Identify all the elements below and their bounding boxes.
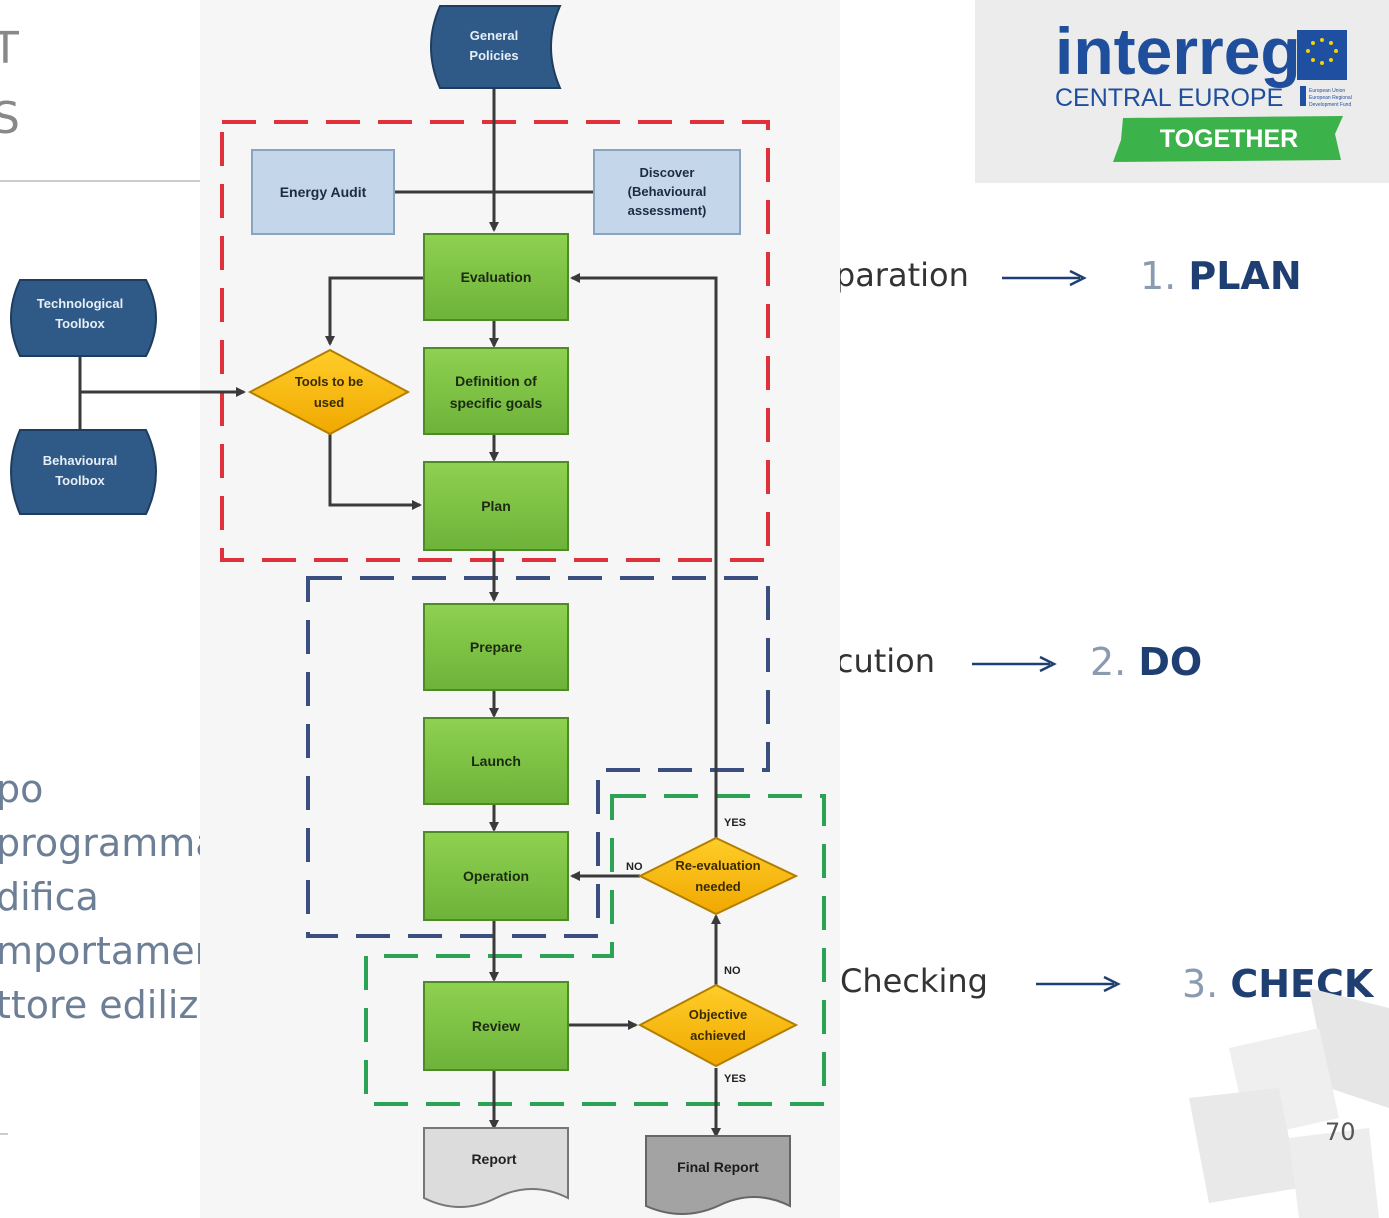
svg-text:European Regional: European Regional <box>1309 95 1352 101</box>
tech-toolbox-line2: Toolbox <box>55 316 105 331</box>
logo-fund-text: European Union European Regional Develop… <box>1300 86 1352 108</box>
report-label: Report <box>471 1151 516 1167</box>
objective-line1: Objective <box>689 1007 748 1022</box>
bg-text-block: po programma difica mportamento ttore ed… <box>0 762 257 1032</box>
definition-line1: Definition of <box>455 373 537 389</box>
evaluation-node: Evaluation <box>423 233 569 321</box>
svg-text:European Union: European Union <box>1309 88 1345 94</box>
bg-fragment-top-2: S <box>0 93 20 144</box>
phase-check-number: 3. <box>1182 962 1219 1006</box>
report-node: Report <box>423 1127 569 1208</box>
technological-toolbox-node: Technological Toolbox <box>10 279 157 357</box>
tools-line1: Tools to be <box>295 374 363 389</box>
general-policies-node: General Policies <box>430 5 562 89</box>
arrow-right-icon <box>972 655 1057 673</box>
arrow-right-icon <box>1036 975 1121 993</box>
phase-do: 2. DO <box>1090 640 1202 684</box>
svg-text:Development Fund: Development Fund <box>1309 102 1351 108</box>
interreg-logo: interreg CENTRAL EUROPE European Union E… <box>975 0 1389 183</box>
bg-line-2: programma <box>0 821 219 865</box>
plan-node: Plan <box>423 461 569 551</box>
phase-label-checking: Checking <box>840 962 988 1000</box>
no-label-left: NO <box>626 861 643 873</box>
energy-audit-node: Energy Audit <box>251 149 395 235</box>
final-report-label: Final Report <box>677 1159 759 1175</box>
tools-decision-node: Tools to be used <box>247 348 411 436</box>
behavioural-toolbox-node: Behavioural Toolbox <box>10 429 157 515</box>
phase-do-number: 2. <box>1090 640 1127 684</box>
no-label-mid: NO <box>724 965 741 977</box>
general-policies-line1: General <box>470 28 518 43</box>
check-region-border <box>364 794 826 1106</box>
logo-tagline-banner <box>1113 116 1343 162</box>
eu-stars-icon <box>1306 38 1338 65</box>
yes-label-top: YES <box>724 817 746 829</box>
evaluation-label: Evaluation <box>461 269 532 285</box>
review-node: Review <box>423 981 569 1071</box>
prepare-node: Prepare <box>423 603 569 691</box>
phase-plan: 1. PLAN <box>1140 254 1302 298</box>
bg-fragment-top-1: T <box>0 23 19 74</box>
discover-line1: Discover <box>640 165 695 180</box>
bg-line-1: po <box>0 767 44 811</box>
bg-divider-top <box>0 180 222 182</box>
phase-plan-name: PLAN <box>1188 254 1302 298</box>
arrow-right-icon <box>1002 269 1087 287</box>
reevaluation-line1: Re-evaluation <box>675 858 760 873</box>
reevaluation-decision-node: Re-evaluation needed <box>637 836 799 916</box>
logo-brand: interreg <box>1055 14 1301 88</box>
launch-node: Launch <box>423 717 569 805</box>
do-region-border <box>306 576 770 938</box>
connectors <box>78 88 721 1138</box>
slide-decoration-graphic <box>1189 988 1389 1218</box>
objective-line2: achieved <box>690 1028 746 1043</box>
tools-line2: used <box>314 395 344 410</box>
review-label: Review <box>472 1018 520 1034</box>
definition-node: Definition of specific goals <box>423 347 569 435</box>
logo-region: CENTRAL EUROPE <box>1055 84 1283 112</box>
bg-line-3: difica <box>0 875 99 919</box>
bg-divider-bottom <box>0 1133 8 1135</box>
definition-line2: specific goals <box>450 395 543 411</box>
phase-plan-number: 1. <box>1140 254 1177 298</box>
discover-line2: (Behavioural <box>628 184 707 199</box>
general-policies-line2: Policies <box>469 48 518 63</box>
yes-label-bottom: YES <box>724 1073 746 1085</box>
energy-audit-label: Energy Audit <box>280 184 367 200</box>
phase-do-name: DO <box>1138 640 1203 684</box>
eu-flag-icon <box>1297 30 1347 80</box>
objective-decision-node: Objective achieved <box>637 983 799 1068</box>
logo-tagline: TOGETHER <box>1160 125 1298 153</box>
flowchart: General Policies Energy Audit Discover (… <box>10 5 826 1215</box>
discover-node: Discover (Behavioural assessment) <box>593 149 741 235</box>
plan-label: Plan <box>481 498 511 514</box>
prepare-label: Prepare <box>470 639 522 655</box>
beh-toolbox-line2: Toolbox <box>55 473 105 488</box>
bg-line-5: ttore edilizio <box>0 983 233 1027</box>
final-report-node: Final Report <box>645 1135 791 1215</box>
discover-line3: assessment) <box>628 203 707 218</box>
phase-check: 3. CHECK <box>1182 962 1373 1006</box>
operation-node: Operation <box>423 831 569 921</box>
interreg-logo-graphic: interreg CENTRAL EUROPE European Union E… <box>1055 14 1352 162</box>
slide-page-number: 70 <box>1325 1118 1356 1146</box>
reevaluation-line2: needed <box>695 879 741 894</box>
operation-label: Operation <box>463 868 529 884</box>
tech-toolbox-line1: Technological <box>37 296 123 311</box>
launch-label: Launch <box>471 753 521 769</box>
beh-toolbox-line1: Behavioural <box>43 453 117 468</box>
